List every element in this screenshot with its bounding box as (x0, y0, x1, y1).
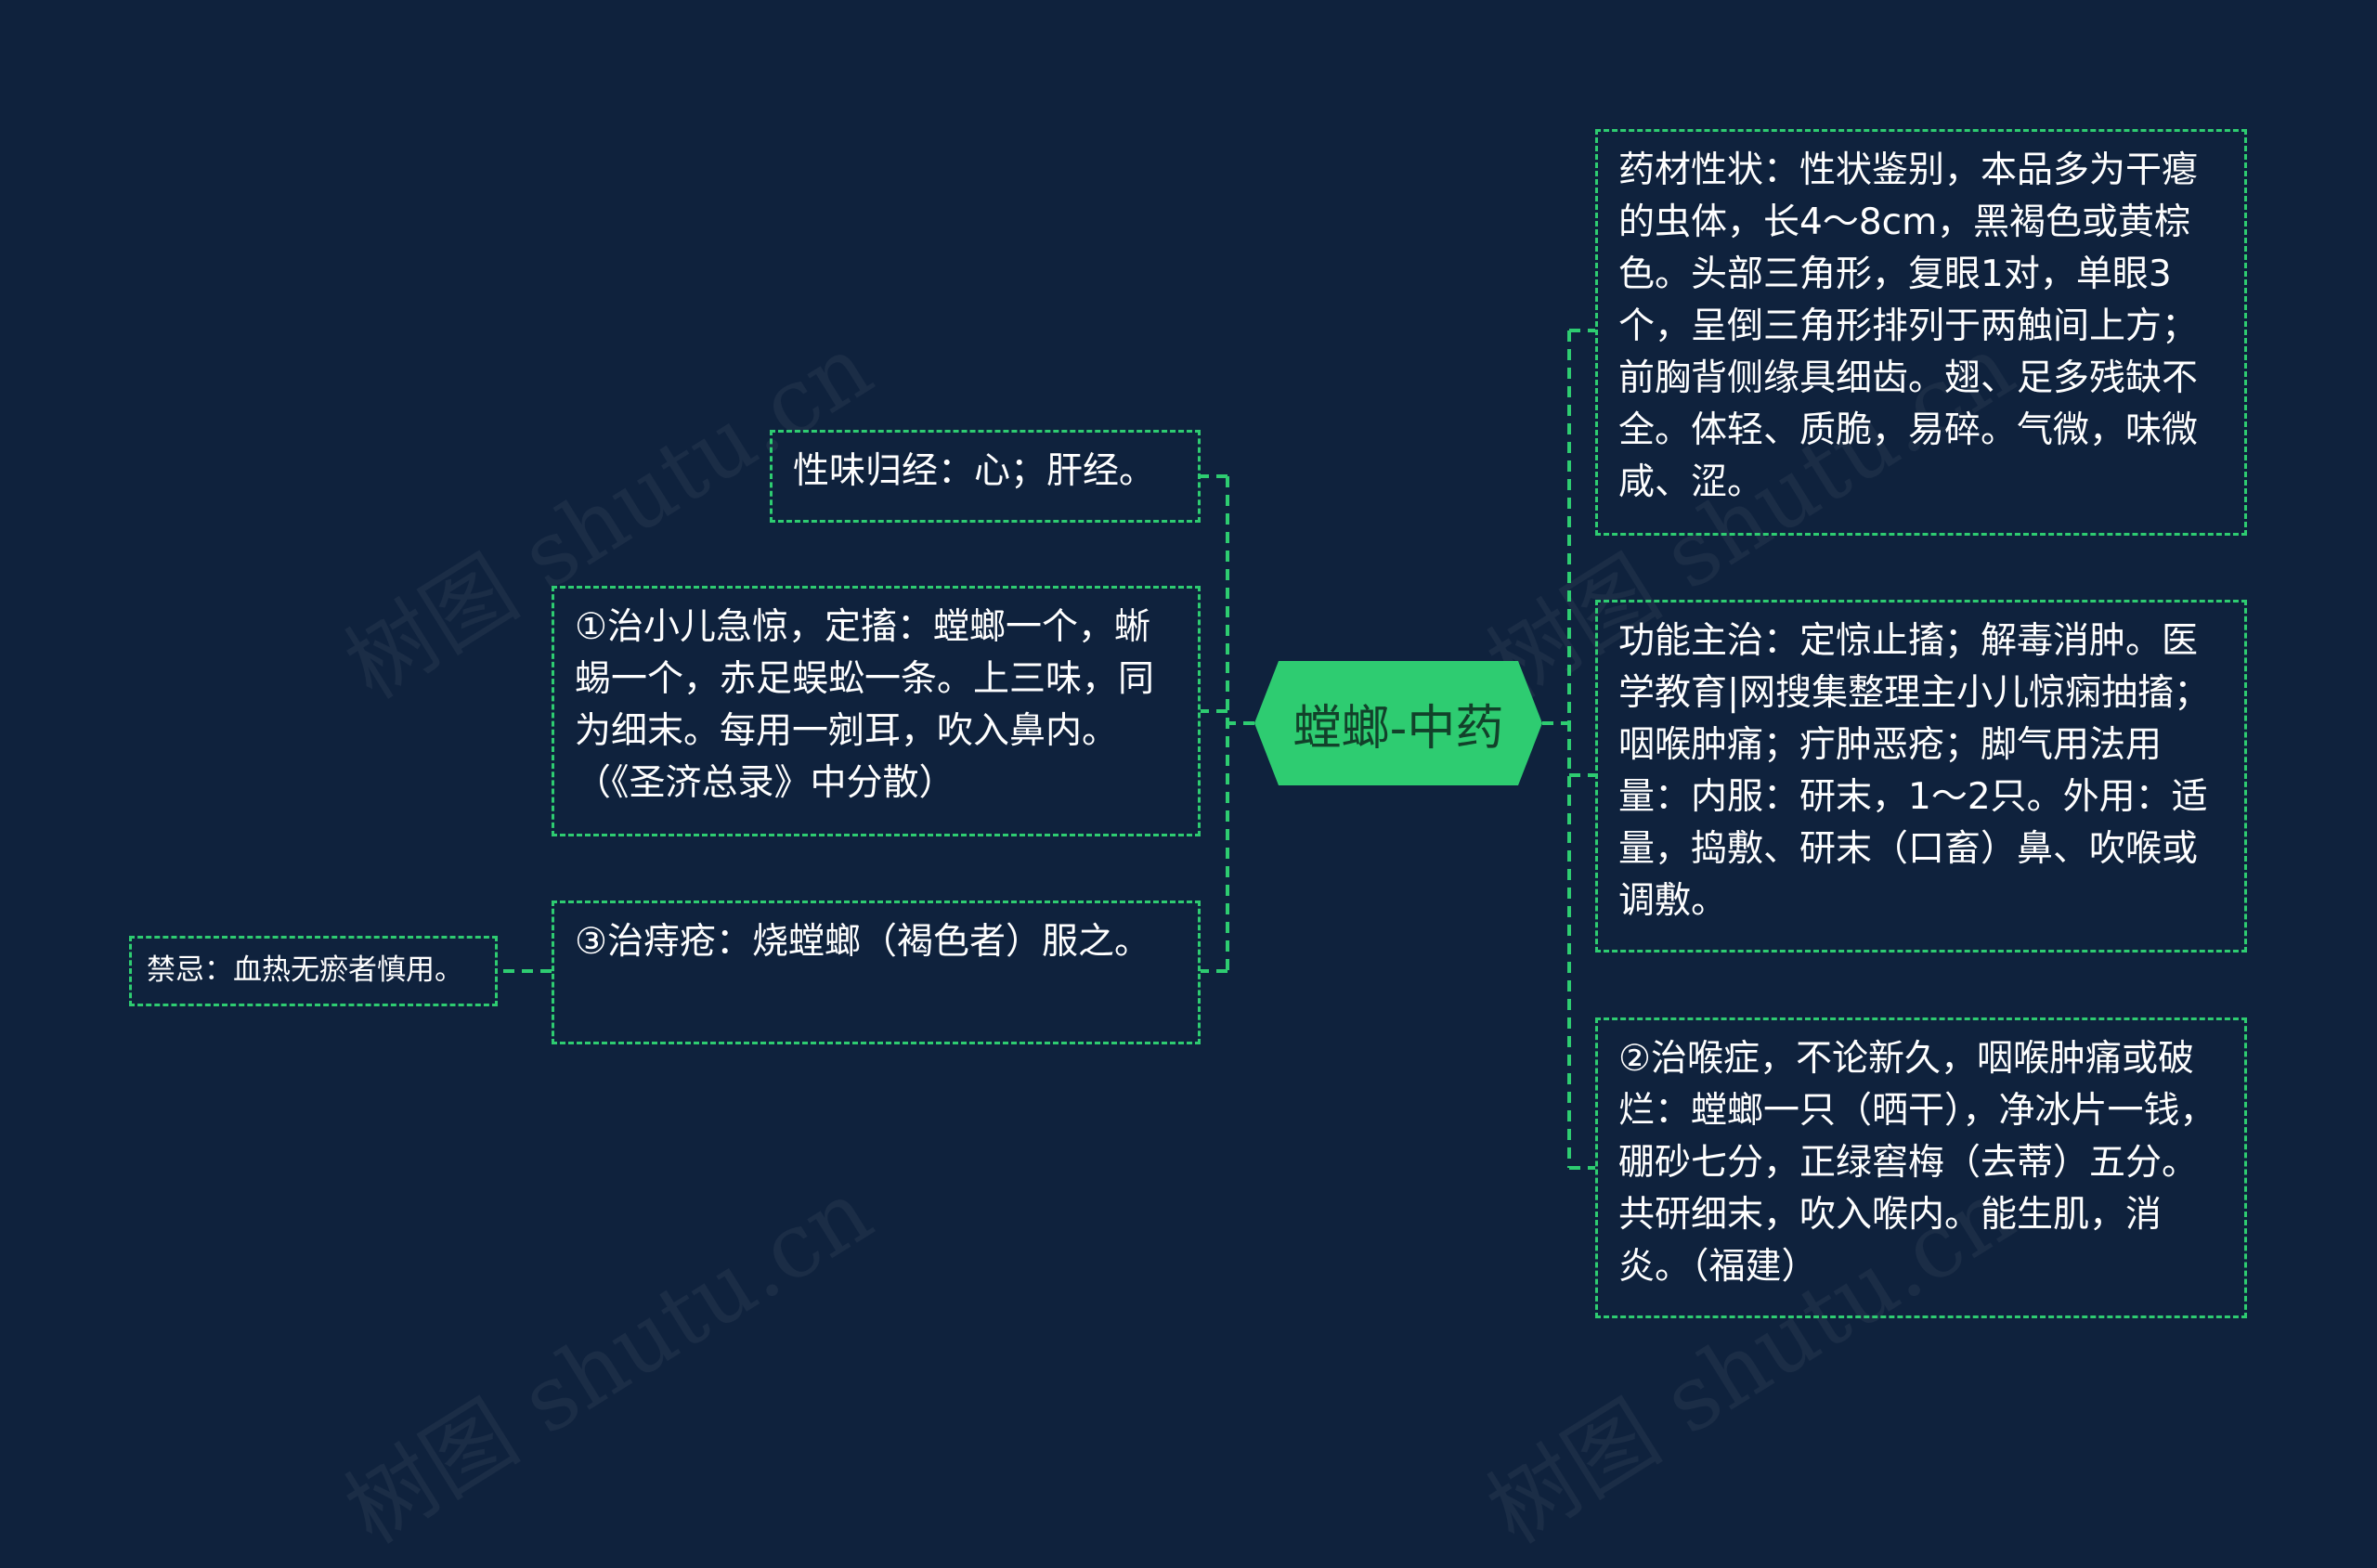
node-gongneng[interactable]: 功能主治：定惊止搐；解毒消肿。医学教育|网搜集整理主小儿惊痫抽搐；咽喉肿痛；疔肿… (1595, 600, 2247, 952)
root-hexagon (1254, 661, 1542, 785)
node-zhi1[interactable]: ①治小儿急惊，定搐：螳螂一个，蜥蜴一个，赤足蜈蚣一条。上三味，同为细末。每用一剜… (552, 586, 1201, 836)
node-xingwei[interactable]: 性味归经：心；肝经。 (770, 430, 1201, 523)
node-jinji[interactable]: 禁忌：血热无瘀者慎用。 (129, 936, 498, 1006)
node-zhi2[interactable]: ②治喉症，不论新久，咽喉肿痛或破烂：螳螂一只（晒干），净冰片一钱，硼砂七分，正绿… (1595, 1017, 2247, 1318)
root-node[interactable]: 螳螂-中药 (1254, 661, 1542, 785)
root-label: 螳螂-中药 (1292, 700, 1504, 757)
node-zhi3[interactable]: ③治痔疮：烧螳螂（褐色者）服之。 (552, 901, 1201, 1044)
node-xingzhuang[interactable]: 药材性状：性状鉴别，本品多为干瘪的虫体，长4～8cm，黑褐色或黄棕色。头部三角形… (1595, 129, 2247, 536)
mindmap-canvas: 树图 shutu.cn 树图 shutu.cn 树图 shutu.cn 树图 s… (129, 129, 2247, 1563)
connector-lines (498, 329, 1595, 1170)
